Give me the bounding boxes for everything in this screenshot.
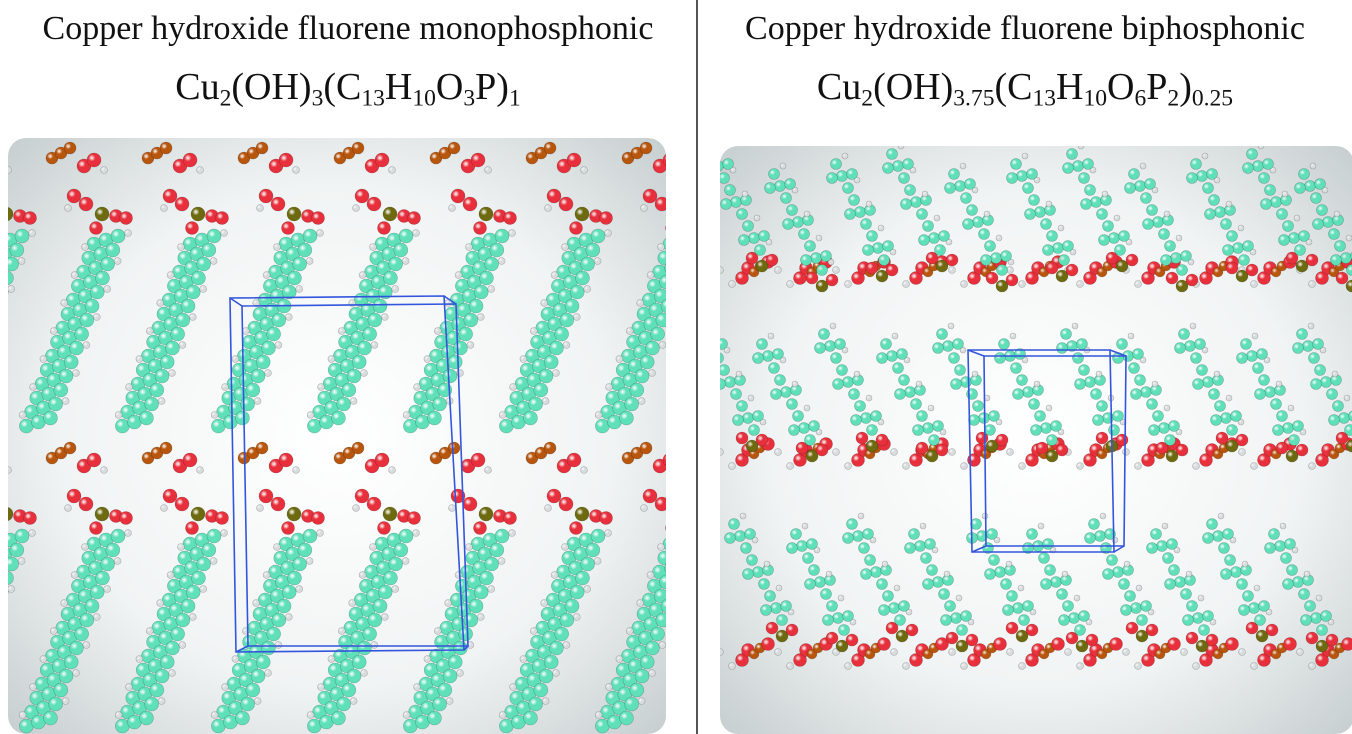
formula-mono: Cu2(OH)3(C13H10O3P)1 (175, 66, 521, 112)
compound-name-mono: Copper hydroxide fluorene monophosphonic (42, 10, 654, 47)
molecular-render-bi (720, 146, 1352, 734)
unit-cell-bi (967, 349, 1127, 553)
panel-divider (696, 0, 698, 734)
panel-monophosphonic: Copper hydroxide fluorene monophosphonic… (8, 10, 666, 734)
crystal-structure-view-mono (8, 138, 666, 734)
compound-name-bi: Copper hydroxide fluorene biphosphonic (745, 10, 1305, 47)
molecular-render-mono (8, 138, 666, 734)
atoms-mono (8, 141, 666, 734)
panel-biphosphonic: Copper hydroxide fluorene biphosphonic C… (698, 0, 1352, 734)
crystal-structure-view-bi (720, 146, 1352, 734)
atoms-bi (720, 146, 1352, 670)
unit-cell-mono (229, 295, 469, 653)
formula-bi: Cu2(OH)3.75(C13H10O6P2)0.25 (816, 66, 1234, 112)
